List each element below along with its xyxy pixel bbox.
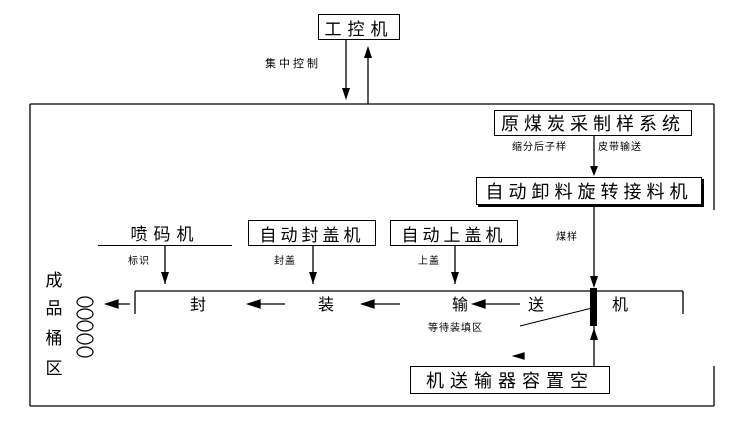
reduced-sample-label: 缩分后子样 <box>512 142 567 153</box>
ipc-box: 工控机 <box>318 14 400 40</box>
sampling-system-box: 原煤炭采制样系统 <box>494 110 692 136</box>
control-up-arrow <box>364 46 372 58</box>
conveyor-flow-arrows <box>103 299 525 360</box>
conveyor-stop-gate <box>590 288 597 326</box>
product-zone-char-4: 区 <box>45 359 63 379</box>
sealing-arrow <box>309 272 317 284</box>
product-zone-char-2: 品 <box>45 299 63 319</box>
conveyor-char-5: 机 <box>612 295 629 314</box>
waiting-zone-label: 等待装填区 <box>428 323 483 334</box>
coal-sample-label: 煤样 <box>556 232 578 243</box>
central-control-label: 集中控制 <box>265 57 321 70</box>
product-zone-char-3: 桶 <box>45 329 63 349</box>
auto-lidder-box: 自动上盖机 <box>390 220 518 246</box>
coal-sample-arrow <box>590 276 598 288</box>
conveyor-char-3: 输 <box>452 295 469 314</box>
marking-arrow <box>161 272 169 284</box>
empty-return-arrow <box>590 328 598 340</box>
control-down-arrow <box>342 88 350 100</box>
sealing-label: 封盖 <box>274 256 296 267</box>
marking-label: 标识 <box>128 256 150 267</box>
inkjet-printer-box: 喷码机 <box>98 220 232 246</box>
lidding-arrow <box>451 272 459 284</box>
lidding-label: 上盖 <box>418 256 440 267</box>
product-barrels <box>76 296 94 358</box>
conveyor-char-4: 送 <box>528 295 545 314</box>
waiting-zone-leader <box>519 307 593 327</box>
auto-capper-box: 自动封盖机 <box>248 220 376 246</box>
belt-conveying-label: 皮带输送 <box>598 142 642 153</box>
conveyor-char-1: 封 <box>190 295 207 314</box>
conveyor-char-2: 装 <box>318 295 335 314</box>
empty-return-box: 机送输器容置空 <box>410 366 610 394</box>
sample-feed-arrow <box>590 166 598 176</box>
product-zone-char-1: 成 <box>45 271 63 291</box>
rotary-unloader-box: 自动卸料旋转接料机 <box>476 177 702 205</box>
